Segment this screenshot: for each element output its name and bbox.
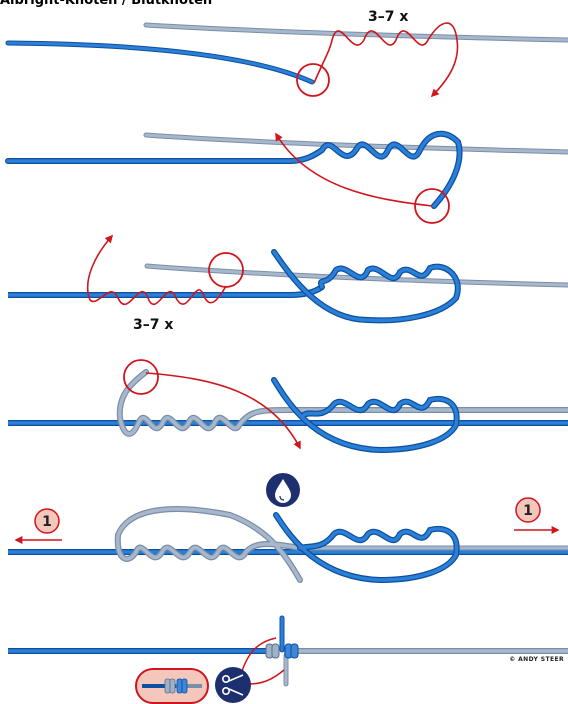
step-badge-left: 1	[34, 508, 60, 534]
end-marker-circle	[296, 63, 330, 97]
tuck-arrow	[145, 372, 301, 450]
cut-pointer-line	[248, 669, 285, 685]
end-marker-circle	[414, 188, 450, 224]
step-badge-right: 1	[515, 497, 541, 523]
step-3: 3–7 x	[8, 234, 568, 333]
water-drop-icon	[266, 473, 300, 507]
step-1: 3–7 x	[5, 9, 568, 98]
page-title: Albright-Knoten / Blutknoten	[0, 0, 213, 8]
end-marker-circle	[123, 359, 159, 395]
step-2	[5, 130, 568, 224]
end-marker-circle	[208, 252, 244, 288]
step-number: 1	[523, 503, 533, 519]
copyright-credit: © ANDY STEER	[509, 656, 564, 663]
step-6: © ANDY STEER	[8, 615, 568, 704]
cut-pointer-line	[240, 637, 277, 675]
wrap-path-arrow	[86, 234, 227, 306]
scissors-icon	[215, 667, 251, 703]
wrap-path-arrow	[313, 22, 459, 98]
wrap-count-label: 3–7 x	[133, 317, 173, 333]
step-number: 1	[42, 514, 52, 530]
wrap-count-label: 3–7 x	[368, 9, 408, 25]
step-4	[8, 359, 568, 454]
knot-wraps	[265, 643, 299, 659]
tuck-arrow	[275, 132, 433, 207]
step-5: 1 1	[8, 473, 568, 584]
finished-knot-icon	[135, 668, 209, 704]
